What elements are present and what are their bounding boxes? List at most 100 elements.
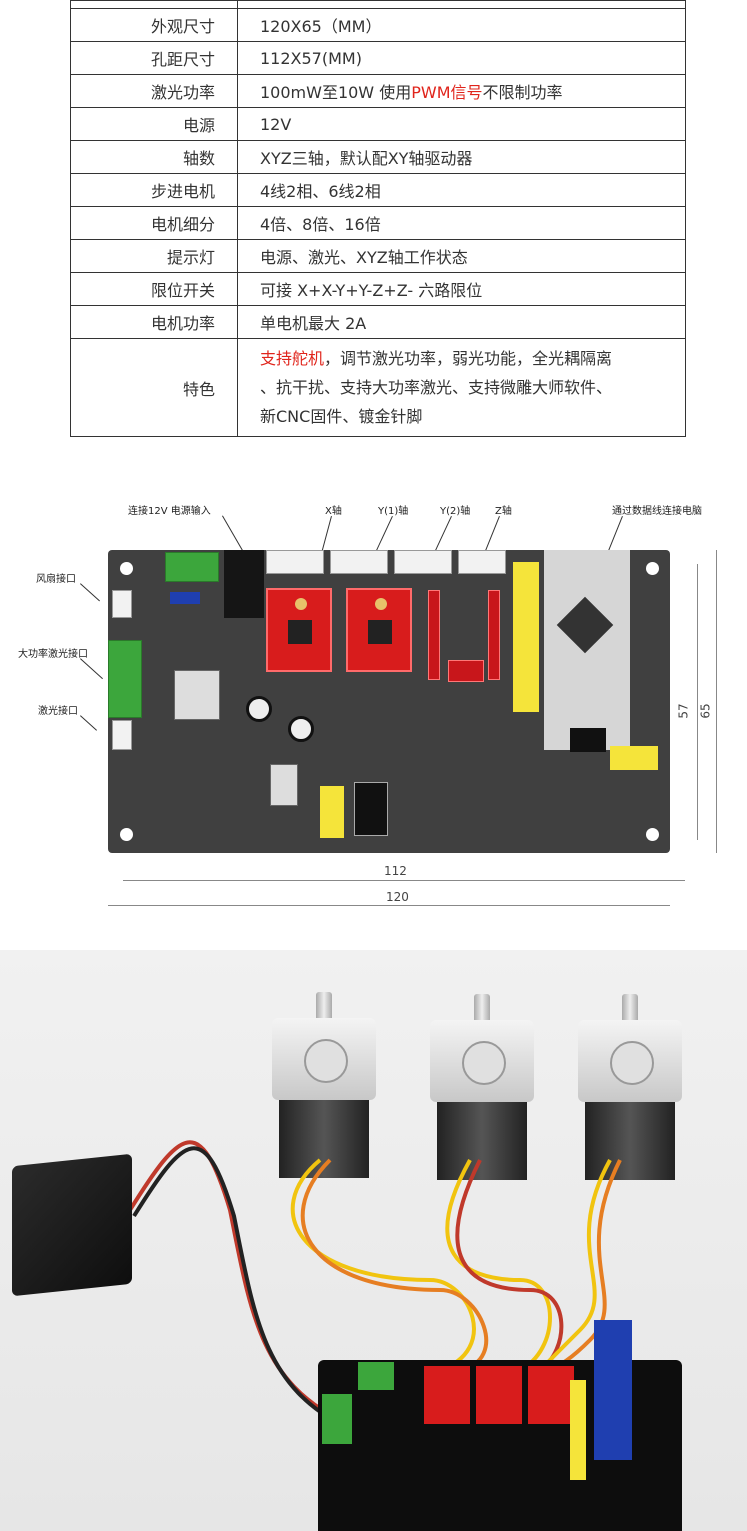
spec-key: 轴数 [70, 140, 238, 174]
spec-key: 外观尺寸 [70, 8, 238, 42]
label-usb: 通过数据线连接电脑 [612, 506, 702, 517]
stepper-motor [578, 994, 682, 1180]
label-y2-axis: Y(2)轴 [440, 506, 471, 517]
spec-value: 可接 X+X-Y+Y-Z+Z- 六路限位 [237, 272, 686, 306]
controller-board-photo [318, 1320, 682, 1531]
label-hp-laser: 大功率激光接口 [18, 649, 88, 660]
table-row: 提示灯电源、激光、XYZ轴工作状态 [70, 239, 686, 273]
spec-value: XYZ三轴，默认配XY轴驱动器 [237, 140, 686, 174]
limit-switch-pins [513, 562, 539, 712]
product-photo [0, 950, 747, 1531]
jumper-block [170, 592, 200, 604]
microstep-jumpers [488, 590, 500, 680]
leader-line [80, 658, 103, 680]
servo-highlight: 支持舵机 [260, 349, 325, 368]
label-z-axis: Z轴 [495, 506, 512, 517]
spec-key: 限位开关 [70, 272, 238, 306]
fan-connector [112, 590, 132, 618]
optocoupler-chip [354, 782, 388, 836]
voltage-regulator [174, 670, 220, 720]
controller-board [108, 550, 670, 853]
table-row: 限位开关可接 X+X-Y+Y-Z+Z- 六路限位 [70, 272, 686, 306]
mount-hole [646, 562, 659, 575]
spec-value: 单电机最大 2A [237, 305, 686, 339]
feature-line-3: 新CNC固件、镀金针脚 [260, 407, 423, 426]
spec-key: 步进电机 [70, 173, 238, 207]
spec-value: 4倍、8倍、16倍 [237, 206, 686, 240]
board-diagram: 连接12V 电源输入 X轴 Y(1)轴 Y(2)轴 Z轴 通过数据线连接电脑 风… [0, 480, 747, 930]
spec-value: 112X57(MM) [237, 41, 686, 75]
dim-line-120 [108, 905, 670, 906]
spec-value: 100mW至10W 使用PWM信号不限制功率 [237, 74, 686, 108]
table-row: 激光功率 100mW至10W 使用PWM信号不限制功率 [70, 74, 686, 108]
pwm-highlight: PWM信号 [411, 83, 483, 102]
microstep-jumpers [428, 590, 440, 680]
laser-module [12, 1153, 132, 1297]
dim-line-112 [123, 880, 685, 881]
hp-laser-terminal [108, 640, 142, 718]
servo-pins [610, 746, 658, 770]
leader-line [80, 715, 98, 731]
mount-hole [646, 828, 659, 841]
label-laser: 激光接口 [38, 706, 78, 717]
spec-key: 电源 [70, 107, 238, 141]
spec-value: 12V [237, 107, 686, 141]
spec-key: 提示灯 [70, 239, 238, 273]
spec-value: 120X65（MM） [237, 8, 686, 42]
power-terminal [165, 552, 219, 582]
dim-line-65 [716, 550, 717, 853]
stepper-motor [430, 994, 534, 1180]
leader-line [80, 583, 100, 602]
feature-value: 支持舵机，调节激光功率，弱光功能，全光耦隔离 、抗干扰、支持大功率激光、支持微雕… [237, 338, 686, 437]
dim-112: 112 [384, 864, 407, 878]
feature-line-2: 、抗干扰、支持大功率激光、支持微雕大师软件、 [260, 378, 613, 397]
capacitor [246, 696, 272, 722]
table-row-feature: 特色 支持舵机，调节激光功率，弱光功能，全光耦隔离 、抗干扰、支持大功率激光、支… [70, 338, 686, 437]
feature-line-1: 支持舵机，调节激光功率，弱光功能，全光耦隔离 [260, 344, 685, 373]
wiring [128, 1140, 622, 1428]
dim-line-57 [697, 564, 698, 840]
label-y1-axis: Y(1)轴 [378, 506, 409, 517]
x-axis-connector [266, 550, 324, 574]
spec-value-text: 不限制功率 [482, 83, 563, 102]
spec-key: 电机细分 [70, 206, 238, 240]
dim-120: 120 [386, 890, 409, 904]
spec-value: 电源、激光、XYZ轴工作状态 [237, 239, 686, 273]
spec-key: 孔距尺寸 [70, 41, 238, 75]
mosfet [270, 764, 298, 806]
mount-hole [120, 562, 133, 575]
table-row-cutoff [70, 0, 686, 9]
laser-connector [112, 720, 132, 750]
stepper-motor [272, 992, 376, 1178]
y1-axis-connector [330, 550, 388, 574]
icsp-header [570, 728, 606, 752]
label-fan: 风扇接口 [36, 574, 76, 585]
z-axis-connector [458, 550, 506, 574]
dim-65: 65 [698, 703, 713, 719]
feature-text: ，调节激光功率，弱光功能，全光耦隔离 [324, 349, 613, 368]
stepper-driver-y [346, 588, 412, 672]
dc-jack [224, 550, 264, 618]
table-row: 电机功率单电机最大 2A [70, 305, 686, 339]
y2-axis-connector [394, 550, 452, 574]
spec-key: 电机功率 [70, 305, 238, 339]
spec-value-text: 100mW至10W 使用 [260, 83, 412, 102]
arduino-nano [544, 550, 630, 750]
microstep-jumpers [448, 660, 484, 682]
label-power-input: 连接12V 电源输入 [128, 506, 211, 517]
spec-key: 激光功率 [70, 74, 238, 108]
stepper-driver-x [266, 588, 332, 672]
dim-57: 57 [676, 703, 691, 719]
spec-key: 特色 [70, 338, 238, 437]
mount-hole [120, 828, 133, 841]
capacitor [288, 716, 314, 742]
label-x-axis: X轴 [325, 506, 342, 517]
aux-pins [320, 786, 344, 838]
